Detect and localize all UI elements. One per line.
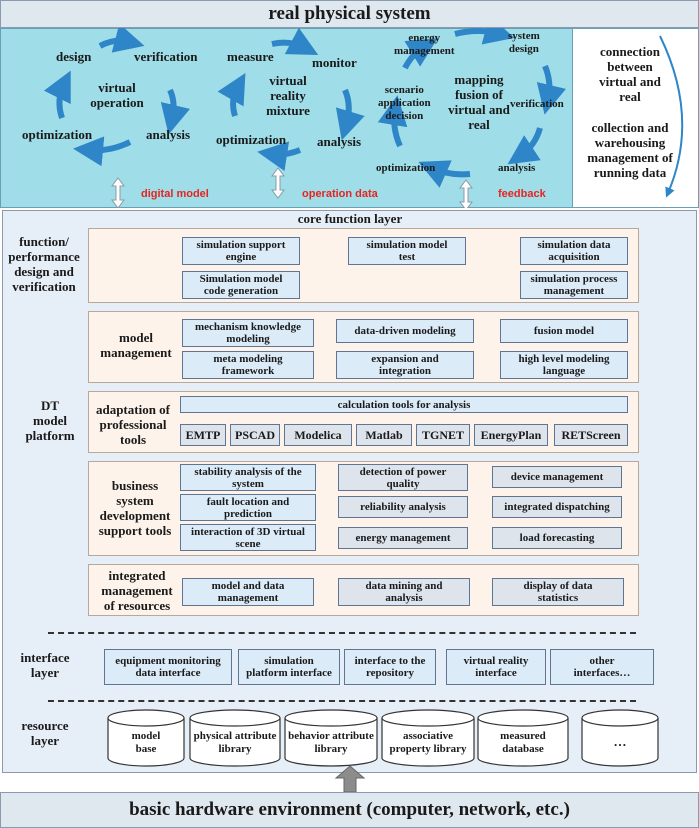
box-model-data-management: model and data management [182, 578, 314, 606]
section-resources-label: integrated management of resources [101, 568, 173, 613]
box-data-statistics: display of data statistics [492, 578, 624, 606]
physical-cycles-panel [0, 28, 573, 208]
box-simulation-code-generation: Simulation model code generation [182, 271, 300, 299]
section-tools-label: adaptation of professional tools [95, 402, 171, 447]
label-digital-model: digital model [141, 188, 209, 200]
dt-model-platform-label: DT model platform [25, 398, 75, 443]
interface-other: other interfaces… [550, 649, 654, 685]
interface-repository: interface to the repository [344, 649, 436, 685]
cycle3-verification: verification [510, 98, 564, 110]
box-power-quality: detection of power quality [338, 464, 468, 491]
box-3d-interaction: interaction of 3D virtual scene [180, 524, 316, 551]
tool-energyplan: EnergyPlan [474, 424, 548, 446]
cylinder-label-associative: associative property library [389, 730, 467, 755]
label-operation-data: operation data [302, 188, 378, 200]
box-fault-location: fault location and prediction [180, 494, 316, 521]
interface-virtual-reality: virtual reality interface [446, 649, 546, 685]
box-reliability-analysis: reliability analysis [338, 496, 468, 518]
interface-layer-label: interface layer [20, 650, 70, 680]
side-connection-text: connection between virtual and real [599, 44, 661, 104]
box-simulation-process-management: simulation process management [520, 271, 628, 299]
cylinder-label-model-base: model base [131, 730, 161, 755]
cycle2-optimization: optimization [216, 132, 287, 147]
section-business-label: business system development support tool… [98, 478, 172, 538]
box-data-driven: data-driven modeling [336, 319, 474, 343]
resource-cylinders [107, 709, 659, 767]
core-function-title: core function layer [297, 211, 403, 226]
tool-matlab: Matlab [356, 424, 412, 446]
cylinder-measured-database [477, 718, 569, 767]
section-model-label: model management [100, 330, 172, 360]
cycle3-center: mapping fusion of virtual and real [448, 72, 510, 132]
tool-pscad: PSCAD [230, 424, 280, 446]
tool-emtp: EMTP [180, 424, 226, 446]
box-stability-analysis: stability analysis of the system [180, 464, 316, 491]
divider-2 [48, 700, 636, 702]
cylinder-label-physical: physical attribute library [193, 730, 277, 755]
box-energy-management: energy management [338, 527, 468, 549]
box-integrated-dispatching: integrated dispatching [492, 496, 622, 518]
box-simulation-model-test: simulation model test [348, 237, 466, 265]
divider-1 [48, 632, 636, 634]
cycle2-center: virtual reality mixture [266, 73, 310, 118]
cycle3-energy-management: energy management [394, 32, 455, 57]
side-collection-text: collection and warehousing management of… [587, 120, 673, 180]
double-arrows [111, 167, 473, 208]
box-device-management: device management [492, 466, 622, 488]
cycle3-arrows [377, 28, 567, 188]
interface-simulation-platform: simulation platform interface [238, 649, 340, 685]
box-simulation-support-engine: simulation support engine [182, 237, 300, 265]
hardware-environment-title: basic hardware environment (computer, ne… [0, 792, 699, 828]
interface-equipment-monitoring: equipment monitoring data interface [104, 649, 232, 685]
cylinder-model-base [107, 718, 185, 767]
cycle2-monitor: monitor [312, 55, 357, 70]
box-data-mining: data mining and analysis [338, 578, 470, 606]
cycle3-scenario-decision: scenario application decision [378, 84, 431, 122]
cylinder-physical-library [189, 718, 281, 767]
cycle2-arrows [217, 28, 365, 172]
box-expansion-integration: expansion and integration [336, 351, 474, 379]
connection-panel [573, 28, 699, 208]
label-feedback: feedback [498, 188, 546, 200]
cycle3-analysis: analysis [498, 162, 536, 174]
cycle2-analysis: analysis [317, 134, 362, 149]
cycle1-center: virtual operation [90, 80, 144, 110]
cycle1-verification: verification [134, 49, 198, 64]
real-physical-system-title: real physical system [0, 0, 699, 28]
box-mechanism-knowledge: mechanism knowledge modeling [182, 319, 314, 347]
side-curve-arrow [659, 35, 684, 198]
cylinder-label-more: … [613, 734, 627, 749]
box-load-forecasting: load forecasting [492, 527, 622, 549]
box-simulation-data-acquisition: simulation data acquisition [520, 237, 628, 265]
up-arrow-icon [334, 765, 366, 793]
cylinder-behavior-library [284, 718, 378, 767]
cycle1-analysis: analysis [146, 127, 191, 142]
cylinder-label-behavior: behavior attribute library [288, 730, 374, 755]
box-meta-modeling: meta modeling framework [182, 351, 314, 379]
cycle1-arrows [43, 28, 191, 167]
cycle2-measure: measure [227, 49, 274, 64]
cycle1-design: design [56, 49, 92, 64]
tool-retscreen: RETScreen [554, 424, 628, 446]
cycle1-optimization: optimization [22, 127, 93, 142]
cylinder-associative-library [381, 718, 475, 767]
box-calculation-tools: calculation tools for analysis [180, 396, 628, 413]
tool-tgnet: TGNET [416, 424, 470, 446]
cycle3-system-design: system design [508, 30, 540, 55]
box-high-level-language: high level modeling language [500, 351, 628, 379]
cylinder-label-measured: measured database [500, 730, 546, 755]
cycle3-optimization: optimization [376, 162, 436, 174]
section-function-label: function/ performance design and verific… [8, 234, 80, 294]
box-fusion-model: fusion model [500, 319, 628, 343]
cylinder-more [581, 718, 659, 767]
cycle-arrows [43, 28, 684, 208]
tool-modelica: Modelica [284, 424, 352, 446]
resource-layer-label: resource layer [21, 718, 69, 748]
